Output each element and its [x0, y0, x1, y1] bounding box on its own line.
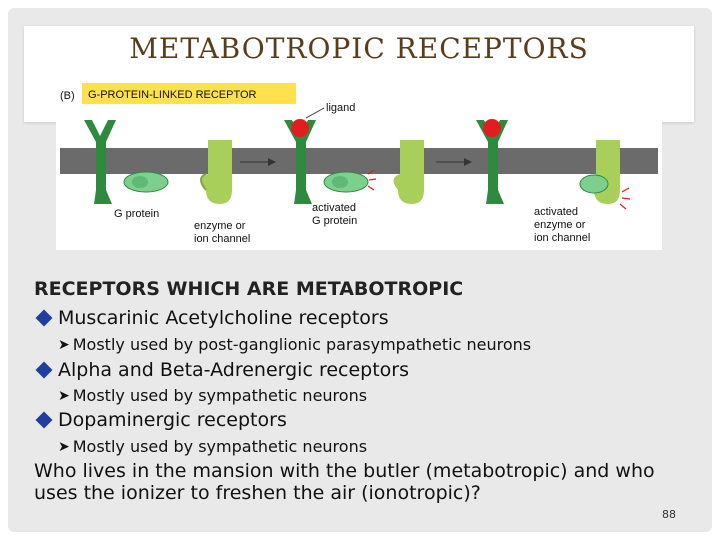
activated-enzyme-label-3: ion channel [534, 232, 590, 244]
bullet-3-text: Dopaminergic receptors [58, 409, 287, 431]
enzyme-label-1: enzyme or [194, 220, 246, 232]
sub-bullet-1-text: Mostly used by post-ganglionic parasympa… [72, 335, 532, 354]
panel-title: G-PROTEIN-LINKED RECEPTOR [88, 89, 257, 101]
ligand-pointer [305, 107, 325, 119]
panel-title-highlight [82, 83, 296, 104]
cell-membrane [60, 148, 658, 174]
sub-bullet-3-text: Mostly used by sympathetic neurons [72, 437, 368, 456]
sub-bullet-3: ➤ Mostly used by sympathetic neurons [58, 437, 367, 456]
closing-question: Who lives in the mansion with the butler… [34, 460, 655, 504]
slide-title: METABOTROPIC RECEPTORS [129, 32, 589, 65]
bullet-1: Muscarinic Acetylcholine receptors [34, 307, 389, 329]
transition-arrow-1 [240, 158, 276, 166]
activated-enzyme-label-2: enzyme or [534, 219, 586, 231]
sub-bullet-2: ➤ Mostly used by sympathetic neurons [58, 386, 367, 405]
enzyme-1 [200, 140, 232, 204]
transition-arrow-2 [436, 158, 472, 166]
ligand-2 [291, 119, 309, 137]
bullet-3: Dopaminergic receptors [34, 409, 287, 431]
sub-bullet-2-text: Mostly used by sympathetic neurons [72, 386, 368, 405]
receptor-2 [284, 119, 316, 204]
g-protein-label: G protein [114, 208, 159, 220]
g-protein-1 [123, 171, 169, 193]
bullet-2: Alpha and Beta-Adrenergic receptors [34, 359, 409, 381]
g-protein-receptor-figure: (B) G-PROTEIN-LINKED RECEPTOR [56, 78, 662, 250]
enzyme-3-activated [579, 140, 631, 210]
panel-label: (B) [60, 90, 75, 102]
enzyme-2 [393, 140, 424, 204]
arrow-bullet-icon: ➤ [58, 438, 70, 455]
activated-enzyme-label-1: activated [534, 206, 578, 218]
bullet-2-text: Alpha and Beta-Adrenergic receptors [58, 359, 410, 381]
receptor-diagram: (B) G-PROTEIN-LINKED RECEPTOR [60, 83, 658, 245]
diamond-bullet-icon [35, 309, 53, 327]
receptor-3 [476, 119, 508, 204]
activated-g-label-1: activated [312, 202, 356, 214]
activated-g-label-2: G protein [312, 215, 357, 227]
arrow-bullet-icon: ➤ [58, 387, 70, 404]
diamond-bullet-icon [35, 361, 53, 379]
section-heading: RECEPTORS WHICH ARE METABOTROPIC [34, 278, 464, 300]
arrow-bullet-icon: ➤ [58, 336, 70, 353]
g-protein-2 [323, 169, 377, 193]
ligand-label: ligand [326, 102, 355, 114]
diamond-bullet-icon [35, 411, 53, 429]
sub-bullet-1: ➤ Mostly used by post-ganglionic parasym… [58, 335, 531, 354]
channel-label-1: ion channel [194, 233, 250, 245]
ligand-3 [483, 119, 501, 137]
bullet-1-text: Muscarinic Acetylcholine receptors [58, 307, 389, 329]
receptor-1 [84, 120, 116, 204]
page-number: 88 [662, 508, 676, 521]
